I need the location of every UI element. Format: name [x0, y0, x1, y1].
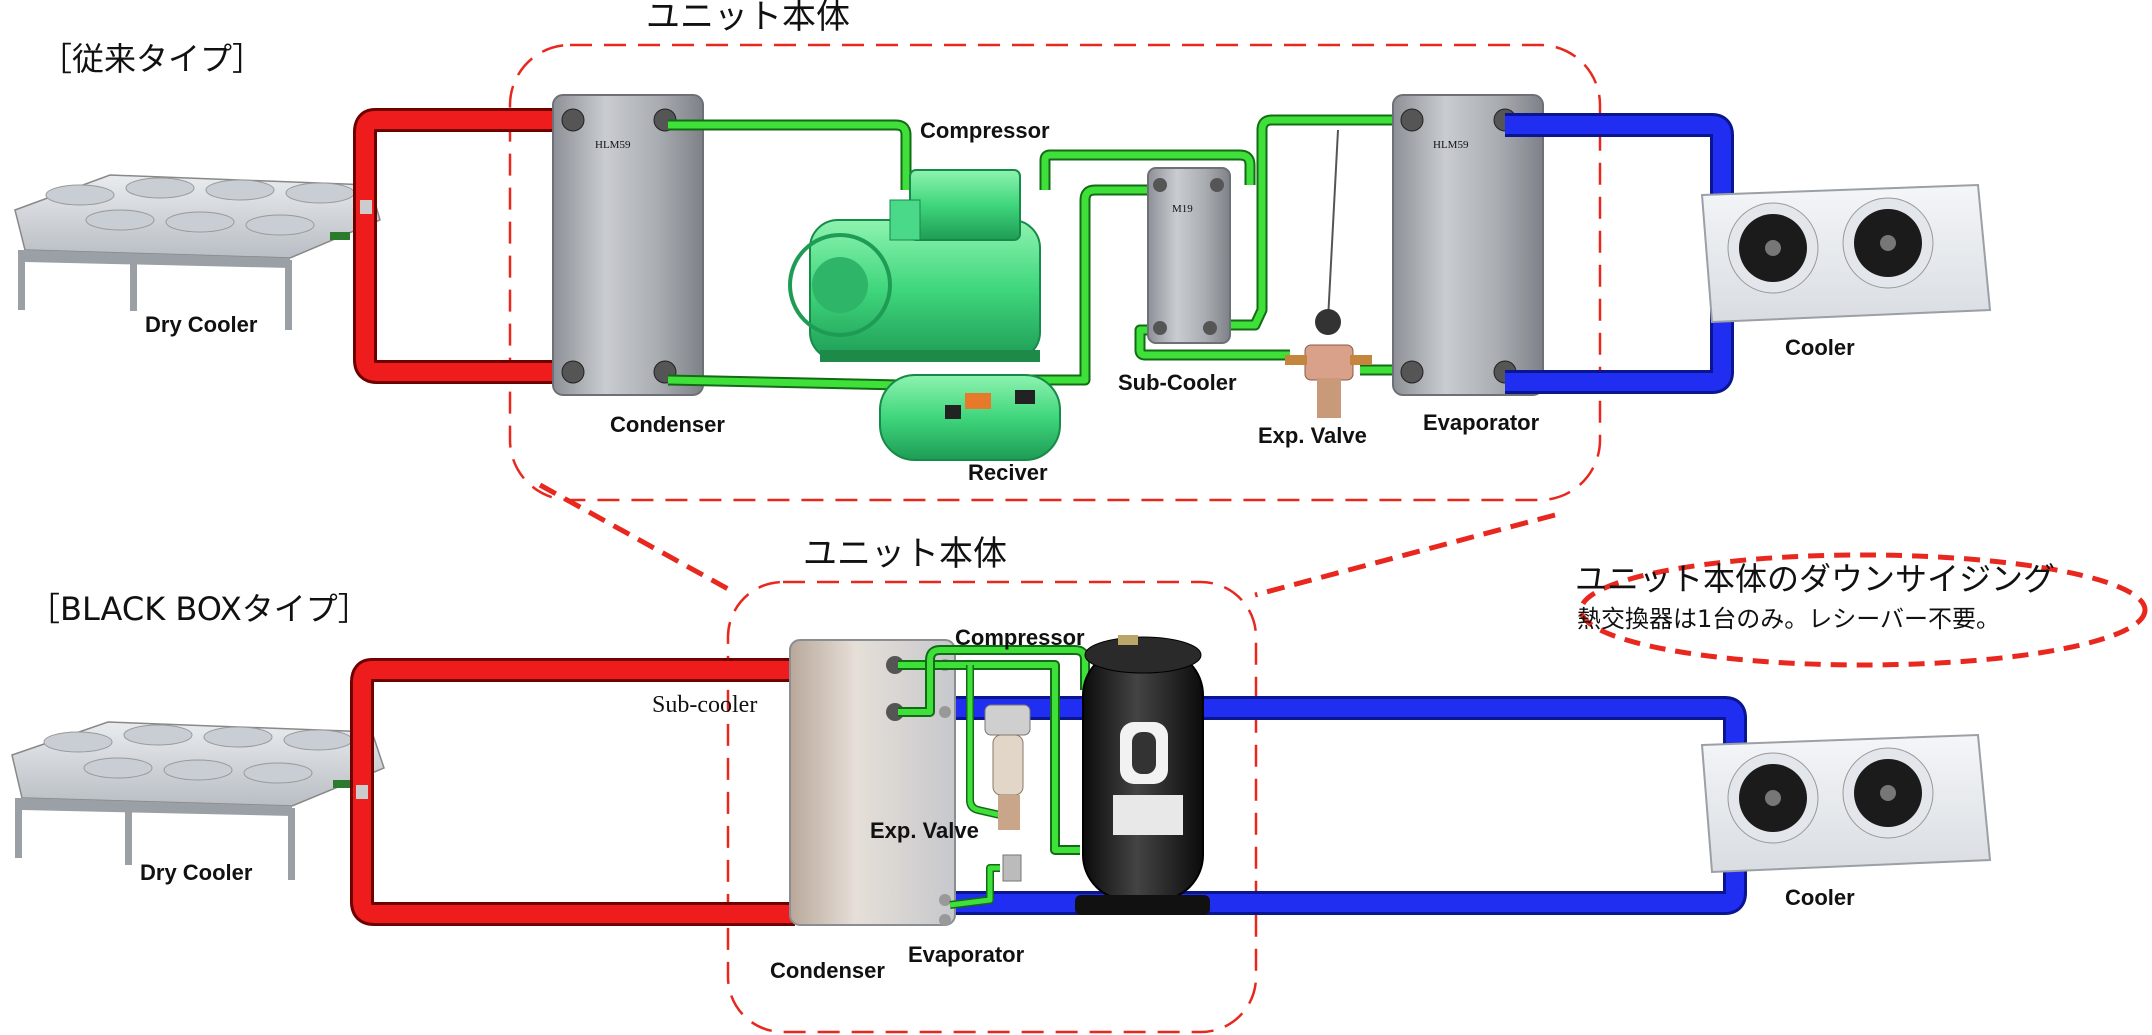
receiver-top: [879, 374, 1061, 461]
hot-loop-top-outline: [353, 108, 578, 384]
dry-cooler-bottom-label: Dry Cooler: [140, 860, 253, 885]
evaporator-bottom-label: Evaporator: [908, 942, 1025, 967]
cooler-top: [1700, 183, 1992, 324]
dry-cooler-top-label: Dry Cooler: [145, 312, 258, 337]
exp-valve-top: [1285, 309, 1372, 418]
bottom-type-label: ［BLACK BOXタイプ］: [28, 590, 370, 628]
evaporator-top-label: Evaporator: [1423, 410, 1540, 435]
hot-loop-top: [356, 111, 578, 381]
cooler-bottom: [1700, 733, 1992, 874]
bottom-unit-boundary: [726, 580, 1258, 1034]
top-unit-boundary: [508, 43, 1602, 502]
callout-subtitle: 熱交換器は1台のみ。レシーバー不要。: [1577, 605, 2000, 633]
compressor-top: [788, 169, 1041, 362]
cooler-bottom-label: Cooler: [1785, 885, 1855, 910]
cold-loop-bottom: [950, 699, 1744, 912]
condenser-top-label: Condenser: [610, 412, 725, 437]
sub-cooler-bottom-label: Sub-cooler: [652, 692, 757, 718]
compressor-top-label: Compressor: [920, 118, 1050, 143]
sub-cooler-top-mark: M19: [1172, 203, 1193, 215]
top-unit-label: ユニット本体: [646, 0, 850, 37]
condenser-top: [552, 94, 704, 396]
exp-valve-top-label: Exp. Valve: [1258, 423, 1367, 448]
cooler-top-label: Cooler: [1785, 335, 1855, 360]
sub-cooler-top: [1147, 167, 1231, 344]
dry-cooler-top: [14, 174, 381, 330]
receiver-top-label: Reciver: [968, 460, 1048, 485]
callout-title: ユニット本体のダウンサイジング: [1575, 560, 2055, 598]
evaporator-top-mark: HLM59: [1433, 139, 1469, 151]
sub-cooler-top-label: Sub-Cooler: [1118, 370, 1237, 395]
compressor-bottom: [1075, 635, 1210, 915]
exp-valve-bottom-label: Exp. Valve: [870, 818, 979, 843]
exp-valve-bottom: [984, 704, 1031, 882]
callout-ellipse: [1578, 552, 2148, 668]
dry-cooler-bottom: [11, 721, 385, 880]
condenser-top-mark: HLM59: [595, 139, 631, 151]
refrigerant-lines-bottom: [898, 645, 1090, 909]
zoom-connector-right: [1254, 512, 1556, 598]
zoom-connector-left: [538, 482, 732, 593]
top-type-label: ［従来タイプ］: [40, 40, 264, 78]
condenser-bottom-label: Condenser: [770, 958, 885, 983]
compressor-bottom-label: Compressor: [955, 625, 1085, 650]
bottom-unit-label: ユニット本体: [803, 534, 1007, 574]
cold-loop-bottom-outline: [950, 696, 1747, 915]
